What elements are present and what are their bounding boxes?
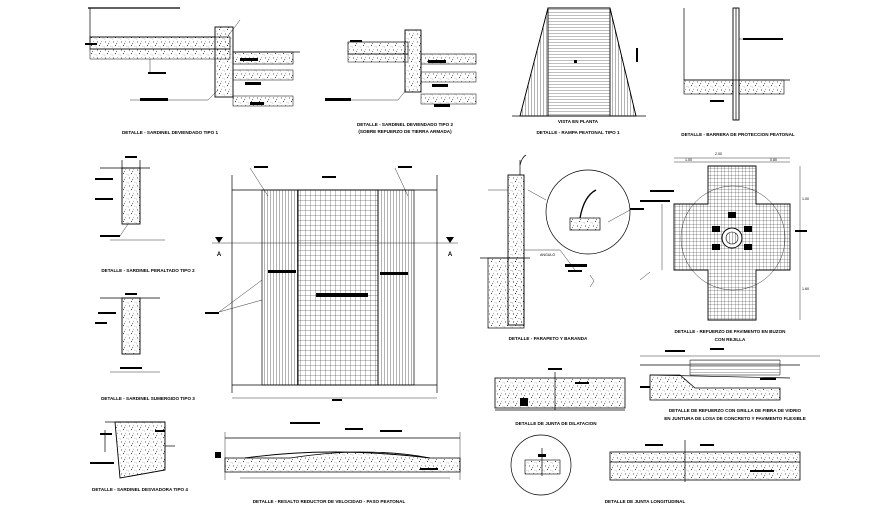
- caption-sardinel-tipo-2-line1: DETALLE - SARDINEL DEVIENDADO TIPO 2: [357, 122, 453, 127]
- caption-refuerzo-grilla-line1: DETALLE DE REFUERZO CON GRILLA DE FIBRA …: [669, 408, 802, 413]
- detail-refuerzo-grilla: DETALLE DE REFUERZO CON GRILLA DE FIBRA …: [640, 348, 820, 421]
- dim-cross-top-c: 0.80: [770, 158, 777, 162]
- caption-resalto-reductor: DETALLE - RESALTO REDUCTOR DE VELOCIDAD …: [253, 499, 406, 504]
- dim-cross-top-b: 1.00: [685, 158, 692, 162]
- detail-resalto-reductor: DETALLE - RESALTO REDUCTOR DE VELOCIDAD …: [215, 422, 461, 504]
- caption-refuerzo-grilla-line2: EN JUNTURA DE LOSA DE CONCRETO Y PAVIMEN…: [664, 416, 806, 421]
- dim-cross-side-b: 1.60: [802, 287, 809, 291]
- section-mark-right: A: [448, 252, 453, 258]
- detail-plan-paso-peatonal: A A: [205, 166, 458, 401]
- label-angulo: ANGULO: [540, 253, 555, 257]
- caption-junta-longitudinal: DETALLE DE JUNTA LONGITUDINAL: [605, 499, 686, 504]
- dim-cross-top-a: 2.00: [715, 152, 722, 156]
- detail-junta-dilatacion: DETALLE DE JUNTA DE DILATACION: [494, 368, 626, 426]
- caption-desviadora-tipo-4: DETALLE - SARDINEL DESVIADORA TIPO 4: [92, 487, 188, 492]
- section-mark-left: A: [217, 252, 222, 258]
- caption-parapeto-baranda: DETALLE - PARAPETO Y BARANDA: [509, 336, 588, 341]
- caption-vista-planta: VISTA EN PLANTA: [558, 119, 599, 124]
- detail-refuerzo-buzon: 2.00 1.00 0.80 1.00 1.60 DETALLE - REFUE…: [639, 152, 809, 342]
- caption-peraltado-tipo-2: DETALLE - SARDINEL PERALTADO TIPO 2: [101, 268, 195, 273]
- caption-barrera-proteccion: DETALLE - BARRERA DE PROTECCION PEATONAL: [681, 132, 795, 137]
- caption-junta-dilatacion: DETALLE DE JUNTA DE DILATACION: [515, 421, 597, 426]
- detail-sumergido-tipo-3: DETALLE - SARDINEL SUMERGIDO TIPO 3: [95, 293, 195, 401]
- detail-parapeto-baranda: ANGULO DETALLE - PARAPETO Y BARANDA: [480, 154, 644, 341]
- detail-junta-longitudinal: DETALLE DE JUNTA LONGITUDINAL: [510, 434, 801, 504]
- caption-refuerzo-buzon-line2: CON REJILLA: [715, 337, 746, 342]
- detail-desviadora-tipo-4: DETALLE - SARDINEL DESVIADORA TIPO 4: [90, 421, 188, 492]
- dim-cross-side: 1.00: [802, 197, 809, 201]
- caption-rampa-peatonal: DETALLE - RAMPA PEATONAL TIPO 1: [536, 130, 620, 135]
- detail-sardinel-tipo-1: DETALLE - SARDINEL DEVIENDADO TIPO 1: [85, 7, 300, 135]
- caption-sumergido-tipo-3: DETALLE - SARDINEL SUMERGIDO TIPO 3: [101, 396, 195, 401]
- detail-rampa-peatonal: VISTA EN PLANTA DETALLE - RAMPA PEATONAL…: [512, 7, 646, 135]
- detail-sardinel-tipo-2: DETALLE - SARDINEL DEVIENDADO TIPO 2 (SO…: [325, 29, 477, 134]
- detail-peraltado-tipo-2: DETALLE - SARDINEL PERALTADO TIPO 2: [95, 156, 195, 273]
- caption-sardinel-tipo-2-line2: (SOBRE REFUERZO DE TIERRA ARMADA): [358, 129, 452, 134]
- caption-refuerzo-buzon-line1: DETALLE - REFUERZO DE PAVIMENTO EN BUZON: [675, 329, 787, 334]
- caption-sardinel-tipo-1: DETALLE - SARDINEL DEVIENDADO TIPO 1: [122, 130, 218, 135]
- detail-barrera-proteccion: DETALLE - BARRERA DE PROTECCION PEATONAL: [681, 7, 795, 137]
